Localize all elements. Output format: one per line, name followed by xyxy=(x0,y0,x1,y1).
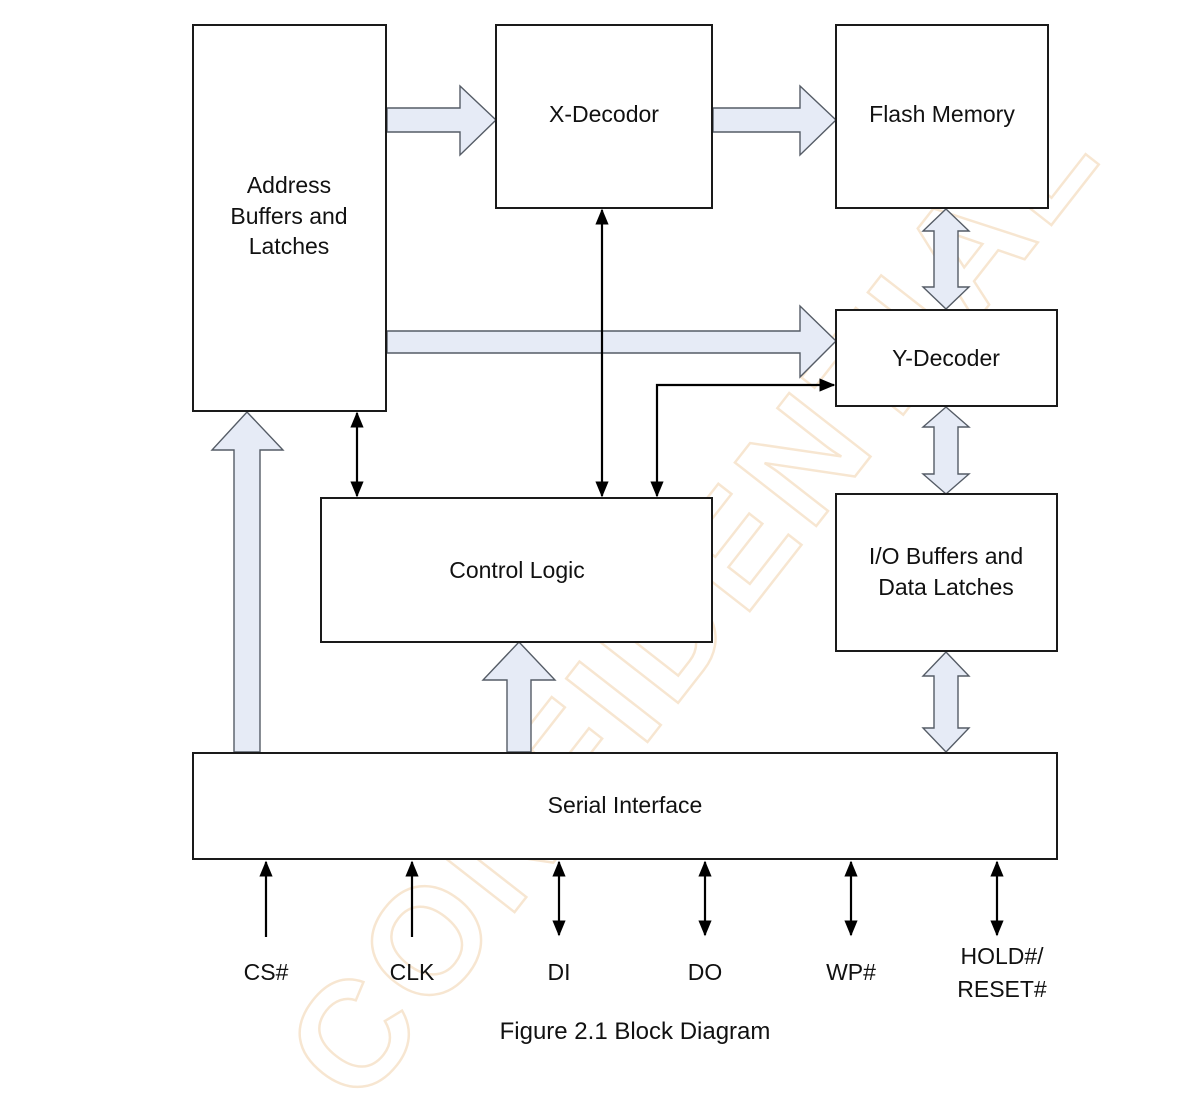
y-decoder-label: Y-Decoder xyxy=(892,345,1000,371)
y-decoder-block xyxy=(835,309,1058,407)
pin-label-clk: CLK xyxy=(390,959,435,985)
x-decoder-block xyxy=(495,24,713,209)
io-buffers-block xyxy=(835,493,1058,652)
address-buffers-label-line3: Latches xyxy=(249,233,330,259)
bus-arrow-address-to-ydecoder xyxy=(386,304,837,379)
arrow-control-ydecoder xyxy=(650,378,836,498)
address-buffers-label-line1: Address xyxy=(247,172,331,198)
io-buffers-label-line1: I/O Buffers and xyxy=(869,543,1023,569)
bus-arrow-address-to-xdecoder xyxy=(386,84,498,157)
serial-interface-block xyxy=(192,752,1058,860)
x-decoder-label: X-Decodor xyxy=(549,101,659,127)
bus-arrow-xdecoder-to-flash xyxy=(712,84,838,157)
bus-arrow-io-serial xyxy=(921,650,971,754)
flash-memory-block xyxy=(835,24,1049,209)
flash-memory-label: Flash Memory xyxy=(869,101,1015,127)
control-logic-block xyxy=(320,497,713,643)
pin-label-di: DI xyxy=(548,959,571,985)
pin-label-wp: WP# xyxy=(826,959,876,985)
control-logic-label: Control Logic xyxy=(449,557,585,583)
bus-arrow-serial-to-address xyxy=(210,410,285,753)
pin-label-reset: RESET# xyxy=(957,976,1047,1002)
serial-interface-label: Serial Interface xyxy=(548,792,703,818)
address-buffers-label-line2: Buffers and xyxy=(230,203,347,229)
pin-label-do: DO xyxy=(688,959,723,985)
figure-caption: Figure 2.1 Block Diagram xyxy=(500,1018,771,1045)
pin-label-hold: HOLD#/ xyxy=(960,943,1044,969)
bus-arrow-serial-to-control xyxy=(481,640,557,753)
address-buffers-block xyxy=(192,24,387,412)
pin-label-cs: CS# xyxy=(244,959,289,985)
io-buffers-label-line2: Data Latches xyxy=(878,574,1014,600)
